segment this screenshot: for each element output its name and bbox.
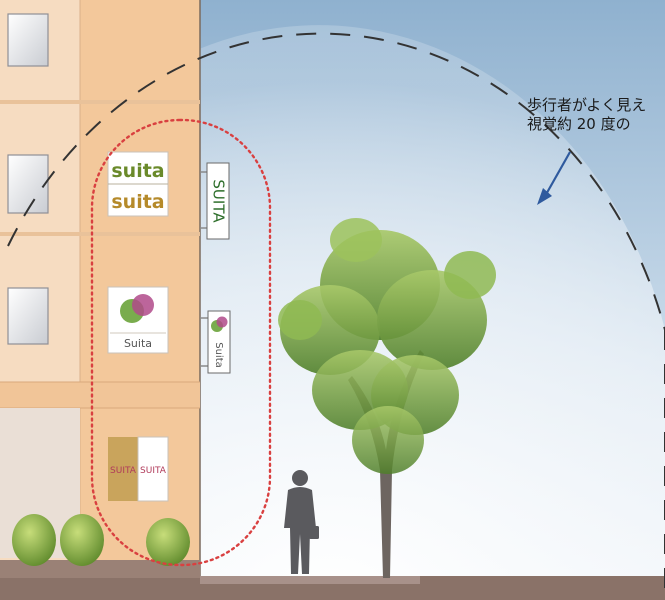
tree-icon <box>278 218 496 578</box>
logo-icon <box>120 294 154 323</box>
sidewalk <box>200 576 420 584</box>
window-icon <box>7 287 49 345</box>
person-icon <box>284 470 319 574</box>
annotation-line-2: 視覚約 20 度の <box>527 115 631 133</box>
vertical-sign-text: SUITA <box>210 179 228 223</box>
logo-sign: Suita <box>107 286 169 354</box>
window-icon <box>7 154 49 214</box>
logo-sign-caption: Suita <box>124 337 152 350</box>
vertical-blade-sign: SUITA <box>200 162 230 240</box>
sign-zone-outline <box>90 118 272 567</box>
curb <box>0 560 200 578</box>
logo-icon <box>211 316 228 332</box>
arrow-icon <box>537 151 571 205</box>
bush-icon <box>12 514 190 566</box>
lower-sign-right-text: SUITA <box>140 466 167 476</box>
window-icon <box>7 13 49 67</box>
small-blade-sign: Suita <box>200 310 231 374</box>
upper-sign-top-text: suita <box>111 160 164 182</box>
vision-annotation: 歩行者がよく見え 視覚約 20 度の <box>527 96 665 140</box>
small-blade-caption: Suita <box>213 342 224 368</box>
upper-sign: suita suita <box>107 151 169 217</box>
lower-sign-left-text: SUITA <box>110 466 137 476</box>
vision-arc <box>7 32 665 331</box>
annotation-line-1: 歩行者がよく見え <box>527 96 647 114</box>
upper-sign-bottom-text: suita <box>111 191 164 213</box>
lower-sign: SUITA SUITA <box>108 436 169 502</box>
